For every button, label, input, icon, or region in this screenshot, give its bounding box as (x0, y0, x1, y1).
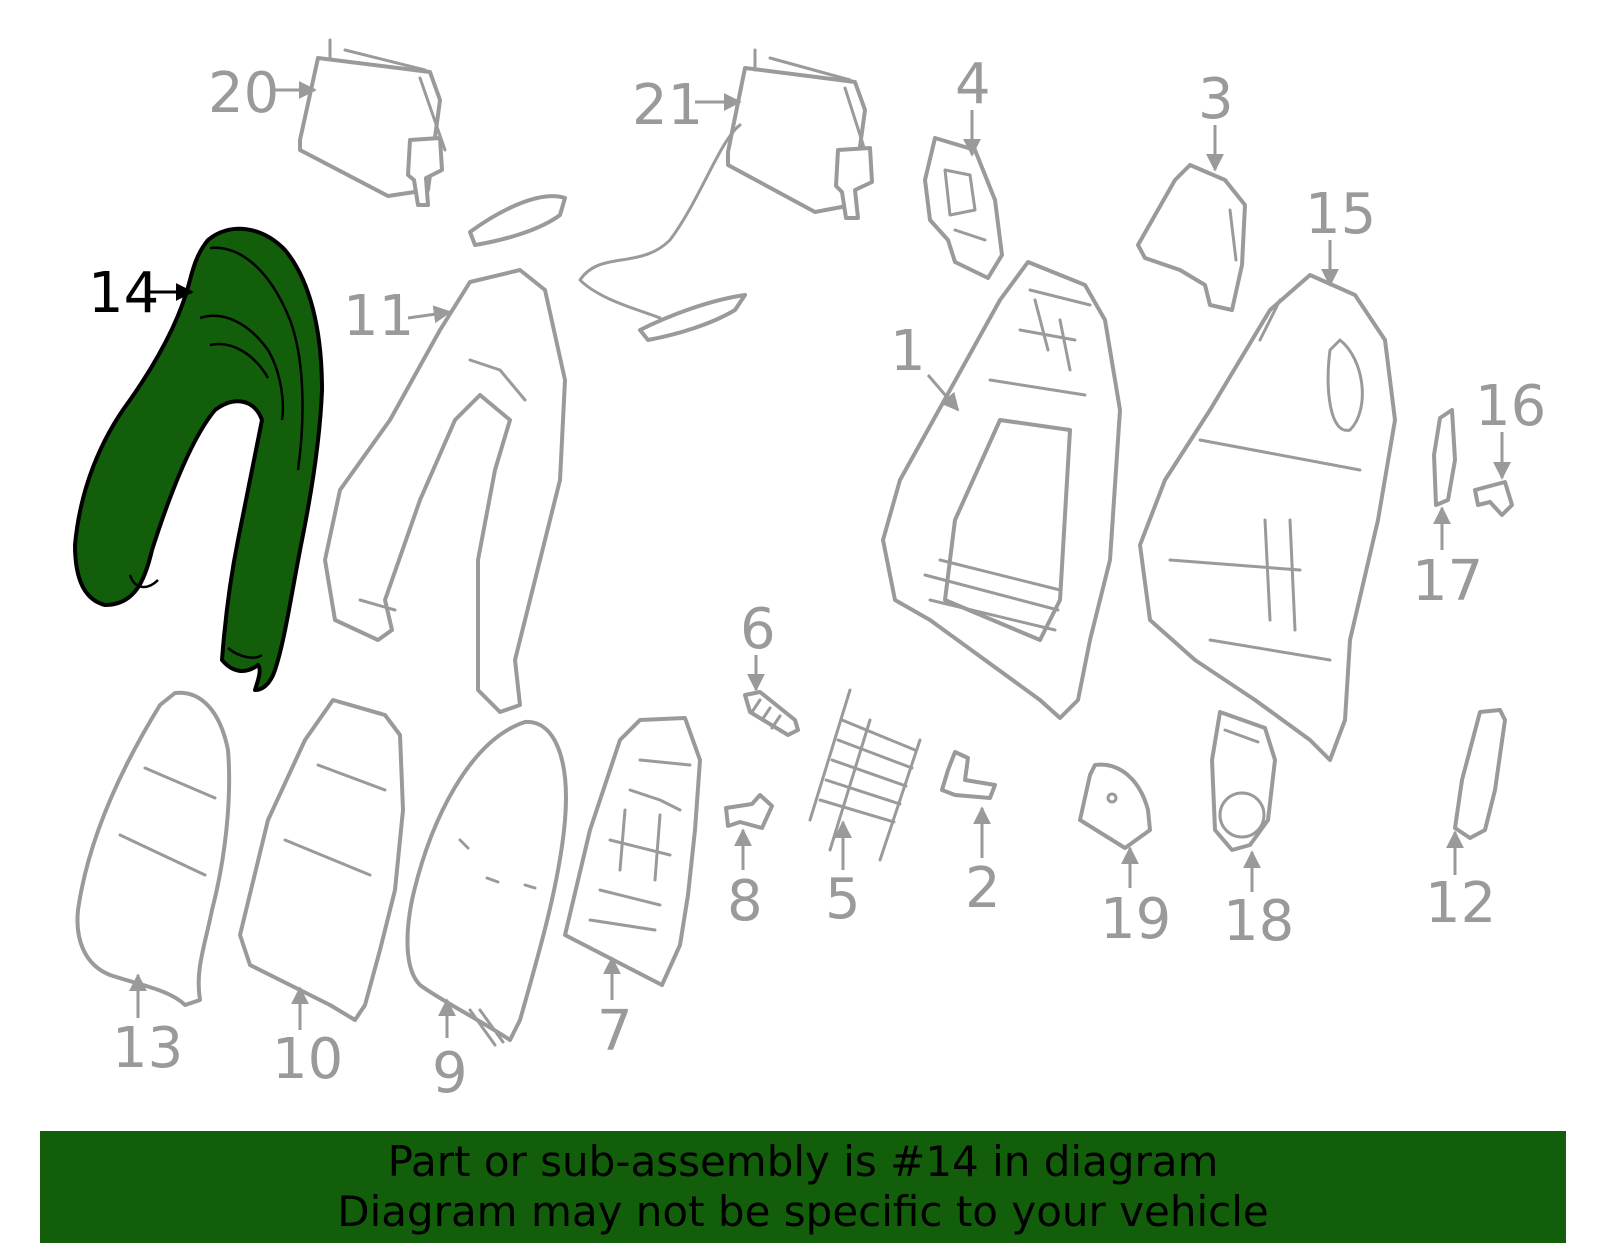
part-5-spring (808, 688, 922, 862)
part-21-module (468, 48, 874, 342)
part-13-cushion (75, 690, 232, 1007)
info-banner: Part or sub-assembly is #14 in diagram D… (40, 1131, 1566, 1243)
callout-13: 13 (112, 1016, 183, 1081)
callout-8: 8 (727, 869, 763, 934)
part-11-frame (323, 268, 567, 714)
callout-arrows (129, 81, 1511, 1038)
callout-labels: 20 21 4 3 15 1 16 17 11 14 6 5 2 8 7 19 … (88, 52, 1546, 1106)
part-12-pad (1453, 708, 1507, 840)
callout-19: 19 (1100, 887, 1171, 952)
part-18-housing (1210, 710, 1277, 852)
part-14-highlighted (73, 226, 324, 692)
callout-6: 6 (740, 597, 776, 662)
callout-1: 1 (890, 319, 926, 384)
callout-3: 3 (1198, 67, 1234, 132)
callout-21: 21 (632, 73, 703, 138)
callout-9: 9 (432, 1041, 468, 1106)
part-17-strip (1432, 408, 1457, 507)
callout-17: 17 (1412, 549, 1483, 614)
part-15-back-panel (1138, 273, 1397, 762)
callout-12: 12 (1425, 871, 1496, 936)
callout-7: 7 (597, 999, 633, 1064)
callout-10: 10 (272, 1027, 343, 1092)
part-6-pin (743, 690, 800, 737)
callout-18: 18 (1223, 889, 1294, 954)
part-16-clip (1473, 480, 1514, 517)
part-2-bracket (940, 750, 997, 800)
part-20-module (298, 38, 447, 207)
part-4-bracket (923, 136, 1004, 280)
part-8-bracket (724, 793, 774, 830)
callout-4: 4 (955, 52, 991, 117)
banner-line-1: Part or sub-assembly is #14 in diagram (387, 1137, 1219, 1186)
callout-20: 20 (208, 61, 279, 126)
banner-line-2: Diagram may not be specific to your vehi… (337, 1187, 1269, 1236)
callout-2: 2 (965, 856, 1001, 921)
part-3-cover (1136, 163, 1247, 312)
callout-15: 15 (1305, 182, 1376, 247)
part-10-cushion (238, 698, 405, 1022)
callout-11: 11 (343, 284, 414, 349)
part-19-speaker (1078, 762, 1152, 850)
callout-14: 14 (88, 261, 159, 326)
callout-5: 5 (825, 867, 861, 932)
part-7-panel (563, 716, 702, 987)
part-9-cushion (405, 719, 568, 1047)
callout-16: 16 (1475, 374, 1546, 439)
part-1-frame (881, 260, 1122, 720)
